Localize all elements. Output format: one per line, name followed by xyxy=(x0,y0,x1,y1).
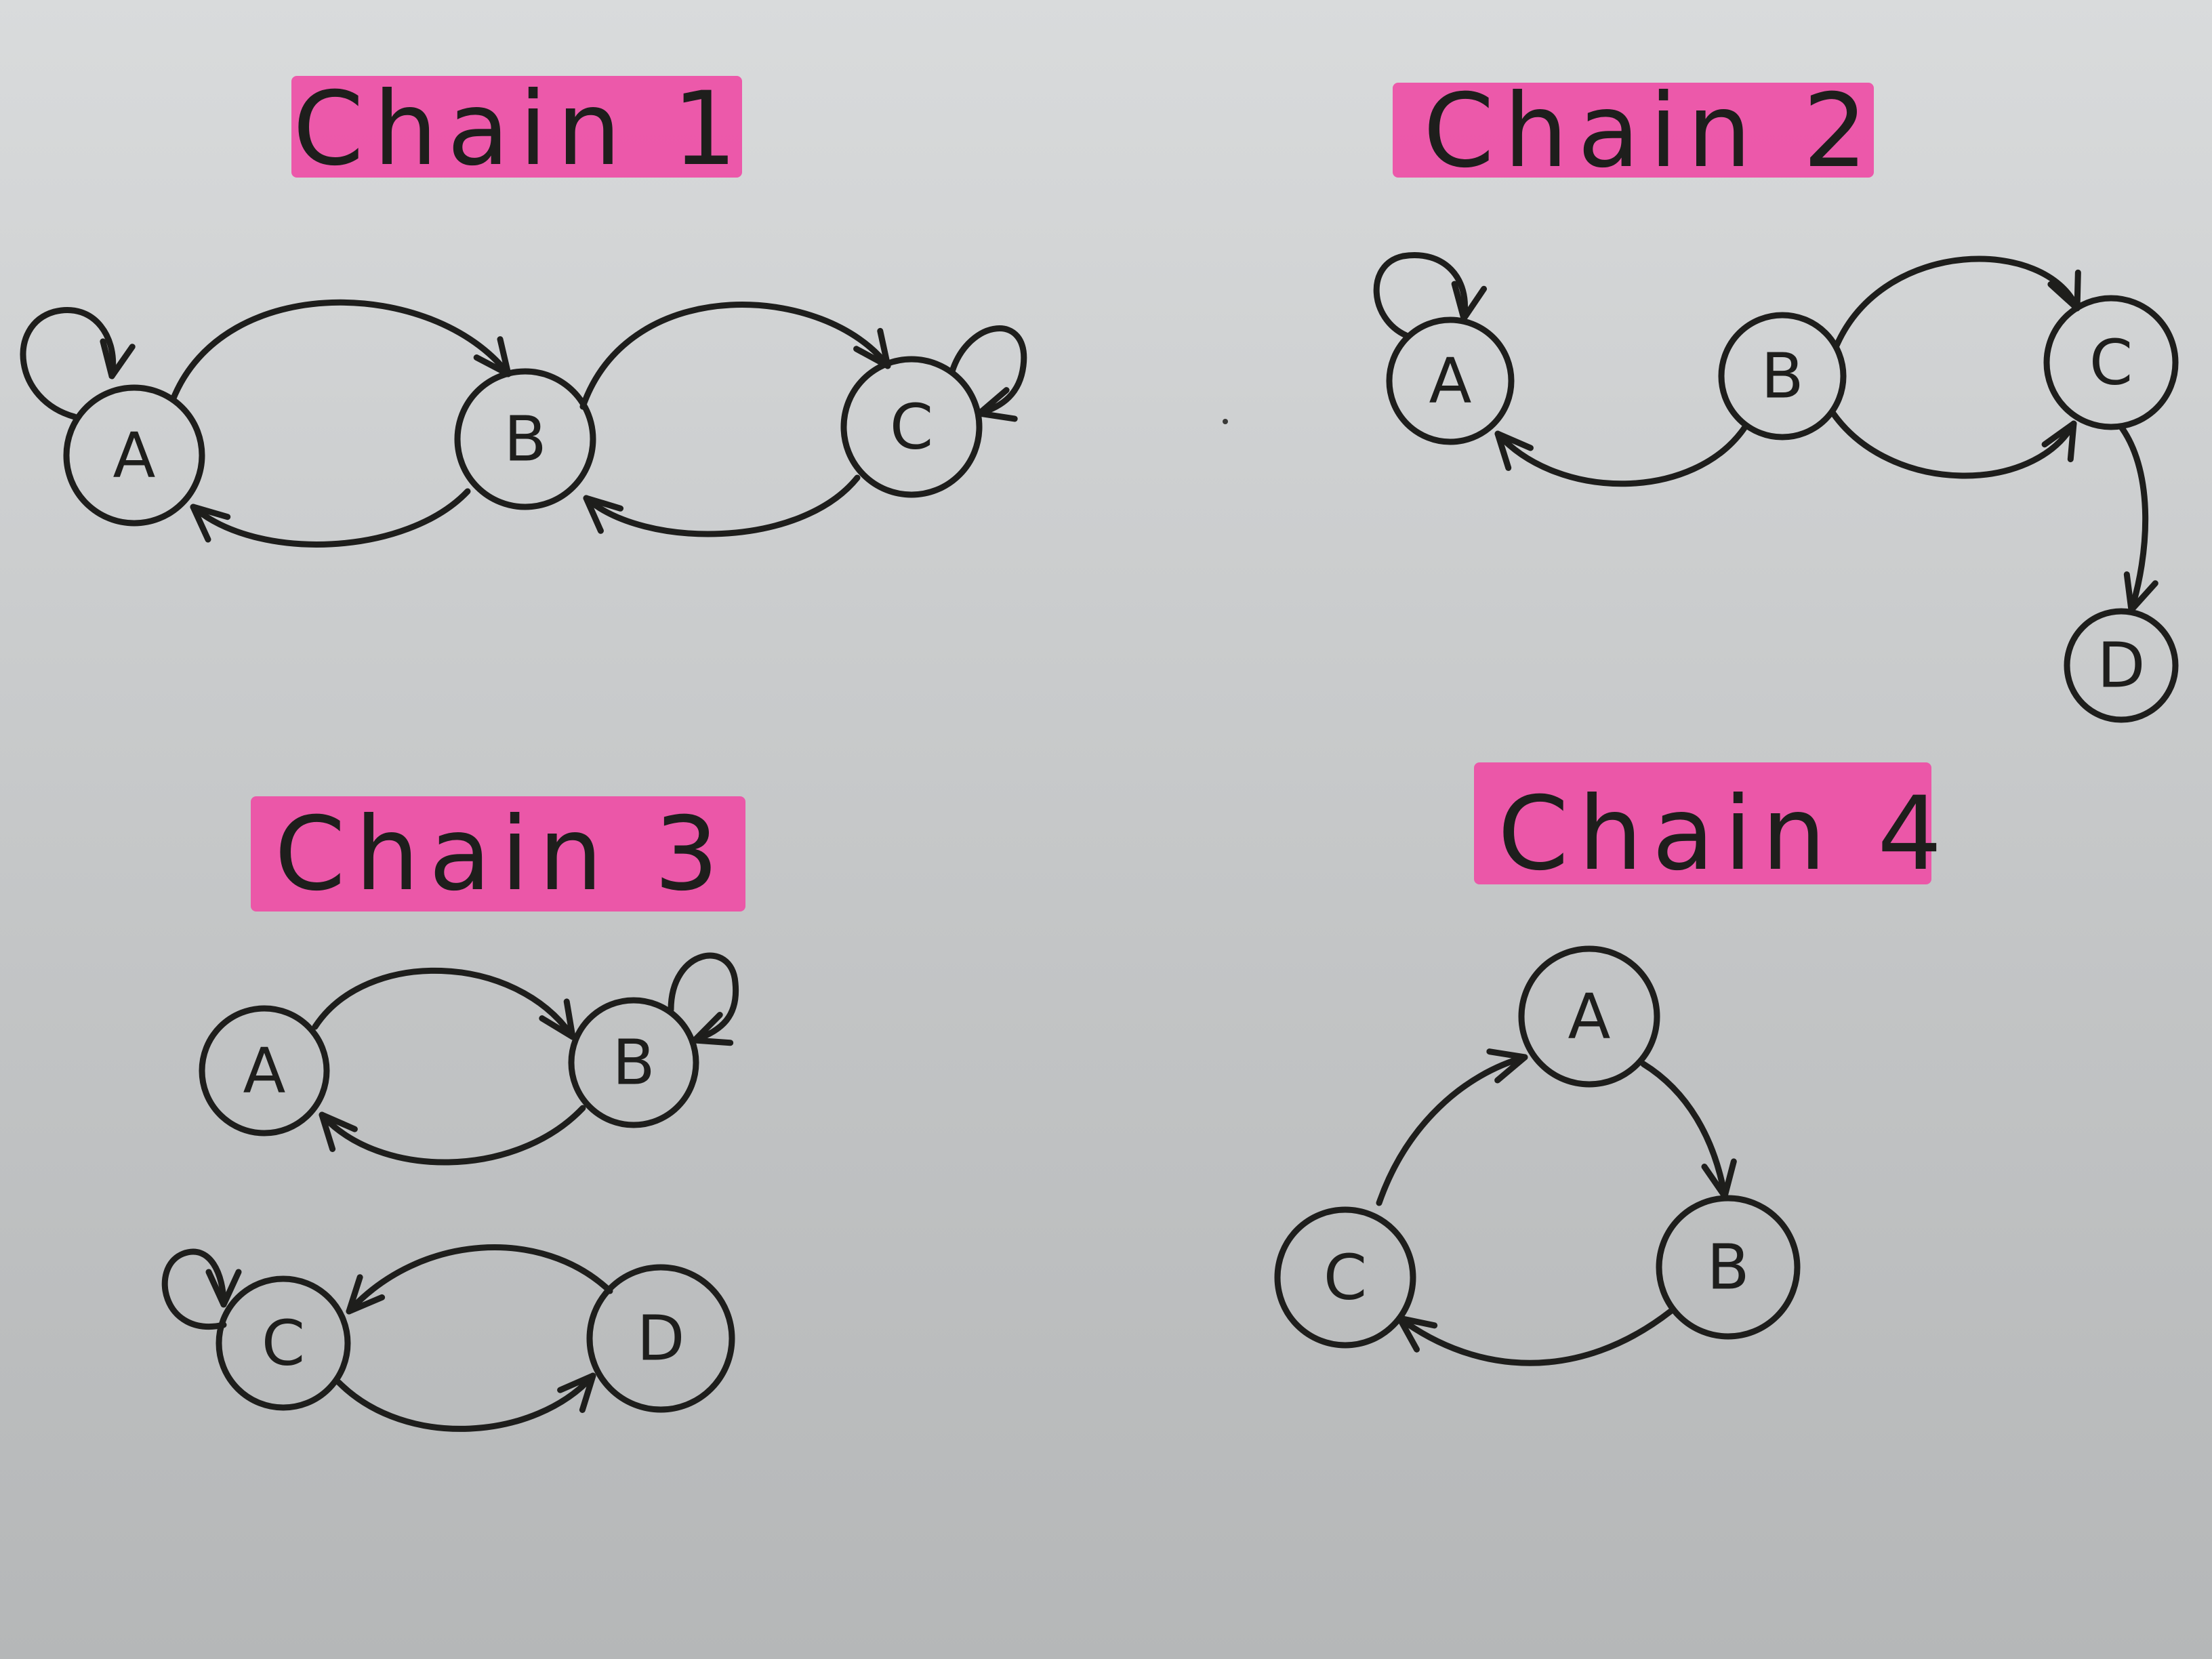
chain-3-node-c: C xyxy=(216,1275,351,1411)
chain-3-node-b-label: B xyxy=(612,1027,655,1099)
chain-1-node-c-label: C xyxy=(890,391,933,464)
chain-3-edge-b-a xyxy=(319,1105,586,1166)
chain-1-node-c: C xyxy=(840,356,983,498)
chain-1-edge-c-c xyxy=(949,325,1027,413)
chain-2: Chain 2 A B C D xyxy=(1373,73,2179,723)
chain-1-edge-b-c xyxy=(579,302,891,410)
chain-4-node-b: B xyxy=(1656,1195,1801,1340)
chain-2-node-d-label: D xyxy=(2097,630,2146,702)
chain-3-node-b: B xyxy=(568,997,699,1128)
chain-1-edge-b-a xyxy=(190,488,471,548)
chain-3-edge-c-c xyxy=(161,1248,224,1330)
chain-3-node-c-label: C xyxy=(262,1307,305,1380)
chain-1-node-a: A xyxy=(63,384,205,527)
chain-2-edge-b-a xyxy=(1494,424,1748,487)
chain-1-edge-a-a xyxy=(20,307,113,420)
chain-3-node-d: D xyxy=(586,1264,735,1413)
chain-2-node-b-label: B xyxy=(1761,340,1803,413)
chain-4-title: Chain 4 xyxy=(1498,775,1952,893)
chain-2-edge-a-a xyxy=(1373,252,1465,339)
chain-2-node-a-label: A xyxy=(1429,345,1472,417)
chain-4-node-b-label: B xyxy=(1706,1231,1749,1304)
chain-2-node-d: D xyxy=(2064,608,2179,723)
chain-2-node-c-label: C xyxy=(2089,327,2133,399)
chain-1-node-b: B xyxy=(454,368,596,510)
chain-1-edge-a-b xyxy=(169,299,512,403)
chain-2-title: Chain 2 xyxy=(1423,73,1877,190)
chain-3-edge-d-c xyxy=(346,1244,613,1315)
chain-4-title-highlight xyxy=(1474,762,1931,884)
chain-4-node-a: A xyxy=(1518,945,1660,1088)
ink-dot xyxy=(1223,419,1228,424)
chain-3-edge-a-b xyxy=(312,967,576,1040)
chain-1-node-a-label: A xyxy=(113,419,156,492)
chain-2-edge-b-c-bottom xyxy=(1830,410,2077,479)
chain-4-node-c: C xyxy=(1274,1206,1416,1349)
chain-4-edge-c-a xyxy=(1376,1057,1528,1206)
chain-1-title-highlight xyxy=(291,76,742,178)
chain-4: Chain 4 A B C xyxy=(1274,762,1952,1366)
chain-2-node-b: B xyxy=(1718,312,1847,441)
chain-4-node-a-label: A xyxy=(1568,981,1611,1053)
chain-2-title-highlight xyxy=(1393,83,1874,178)
chain-3: Chain 3 A B C D xyxy=(161,796,745,1432)
chain-1-node-b-label: B xyxy=(504,403,546,476)
chain-3-node-a-label: A xyxy=(243,1035,286,1107)
chain-1: Chain 1 A B C xyxy=(20,70,1027,548)
chain-1-title: Chain 1 xyxy=(293,70,747,188)
chain-1-edge-c-b xyxy=(583,474,861,537)
chain-3-title-highlight xyxy=(251,796,745,912)
chain-3-title: Chain 3 xyxy=(274,796,729,914)
chain-3-edge-c-d xyxy=(335,1372,596,1432)
chain-2-node-a: A xyxy=(1386,316,1515,445)
chain-3-node-a: A xyxy=(199,1005,330,1136)
chain-4-node-c-label: C xyxy=(1324,1242,1367,1314)
chain-2-node-c: C xyxy=(2043,295,2179,430)
chain-2-edge-c-d xyxy=(2118,424,2146,613)
chain-4-edge-b-c xyxy=(1396,1308,1674,1366)
chain-4-edge-a-b xyxy=(1640,1061,1725,1200)
chain-3-edge-b-b xyxy=(668,952,739,1040)
chain-3-node-d-label: D xyxy=(637,1303,685,1375)
chain-2-edge-b-c-top xyxy=(1833,255,2077,349)
